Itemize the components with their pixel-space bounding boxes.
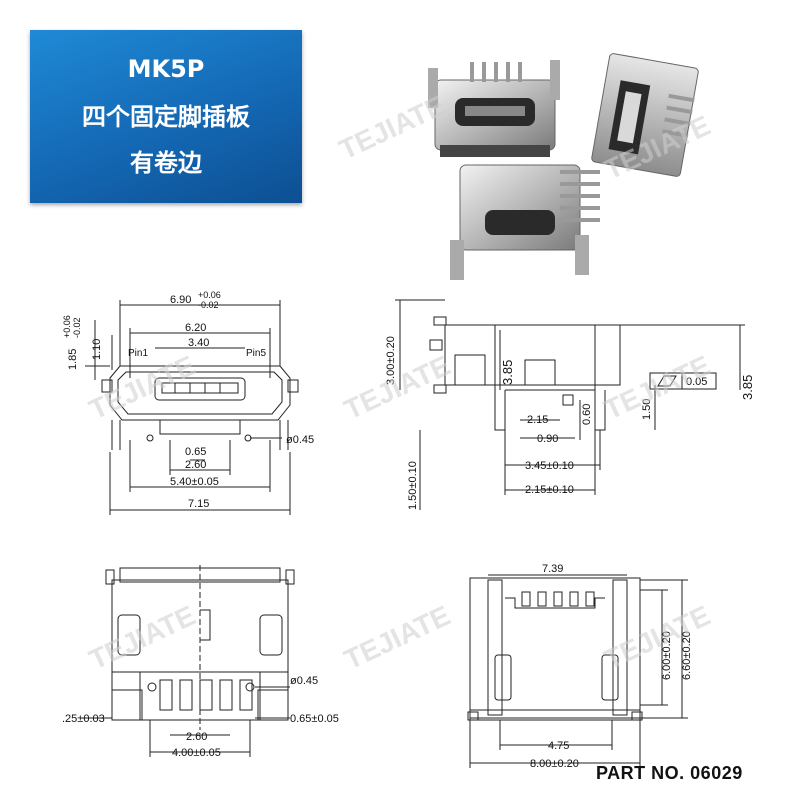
label-pin5: Pin5 <box>246 348 266 359</box>
dim-side-090: 0.90 <box>537 433 558 445</box>
watermark-1: TEJIATE <box>334 90 450 166</box>
banner-line-2: 四个固定脚插板 <box>82 103 250 131</box>
dim-front-185-tol-dn: -0.02 <box>72 317 82 338</box>
dim-front-715: 7.15 <box>188 498 209 510</box>
dim-front-top-tol-up: +0.06 <box>198 290 221 300</box>
front-view <box>85 300 299 515</box>
dim-pcb-800: 8.00±0.20 <box>530 758 579 770</box>
dim-front-620: 6.20 <box>185 322 206 334</box>
dim-side-385a: 3.85 <box>500 360 515 385</box>
title-banner: MK5P 四个固定脚插板 有卷边 <box>30 30 302 203</box>
dim-side-300: 3.00±0.20 <box>385 336 397 385</box>
dim-side-345: 3.45±0.10 <box>525 460 574 472</box>
watermark-2: TEJIATE <box>599 110 715 186</box>
dim-front-340: 3.40 <box>188 337 209 349</box>
side-view-labels: 3.00±0.20 3.85 3.85 2.15 0.90 0.60 1.50 … <box>385 336 755 510</box>
watermark-4: TEJIATE <box>339 350 455 426</box>
watermark-8: TEJIATE <box>599 600 715 676</box>
dim-front-110: 1.10 <box>91 339 103 360</box>
dim-front-065: 0.65 <box>185 446 206 458</box>
side-view <box>395 299 745 510</box>
connector-photo-2 <box>591 53 699 177</box>
dim-pcb-660: 6.60±0.20 <box>681 631 693 680</box>
dim-front-185: 1.85 <box>67 349 79 370</box>
dim-pcb-739: 7.39 <box>542 563 563 575</box>
pcb-layout <box>467 574 688 768</box>
dim-front-045: ø0.45 <box>286 434 314 446</box>
flatness-tolerance: 0.05 <box>686 376 707 388</box>
pcb-labels: 7.39 6.00±0.20 6.60±0.20 4.75 8.00±0.20 <box>530 563 693 770</box>
watermark-6: TEJIATE <box>84 600 200 676</box>
bottom-view <box>80 565 295 757</box>
dim-front-top: 6.90 <box>170 294 191 306</box>
dim-bottom-260: 2.60 <box>186 731 207 743</box>
connector-photo-3 <box>450 164 600 280</box>
bottom-view-labels: ø0.45 .25±0.03 0.65±0.05 2.60 4.00±0.05 <box>62 675 339 759</box>
dim-side-150: 1.50 <box>641 399 653 420</box>
banner-model: MK5P <box>127 55 205 83</box>
part-number: PART NO. 06029 <box>596 763 743 783</box>
dim-bottom-065: 0.65±0.05 <box>290 713 339 725</box>
dim-pcb-600: 6.00±0.20 <box>661 631 673 680</box>
front-view-labels: 6.90 +0.06 -0.02 6.20 3.40 Pin1 Pin5 1.8… <box>62 290 314 510</box>
dim-side-215b: 2.15±0.10 <box>525 484 574 496</box>
dim-front-top-tol-dn: -0.02 <box>198 300 219 310</box>
product-photo <box>428 53 699 280</box>
watermark-7: TEJIATE <box>339 600 455 676</box>
dim-front-540: 5.40±0.05 <box>170 476 219 488</box>
dim-front-185-tol-up: +0.06 <box>62 315 72 338</box>
dim-bottom-045: ø0.45 <box>290 675 318 687</box>
connector-photo-1 <box>428 60 560 157</box>
dim-bottom-025: .25±0.03 <box>62 713 105 725</box>
dim-bottom-400: 4.00±0.05 <box>172 747 221 759</box>
dim-pcb-475: 4.75 <box>548 740 569 752</box>
label-pin1: Pin1 <box>128 348 148 359</box>
dim-front-260: 2.60 <box>185 459 206 471</box>
dim-side-060: 0.60 <box>581 404 593 425</box>
dim-side-385b: 3.85 <box>740 375 755 400</box>
banner-line-3: 有卷边 <box>130 149 202 177</box>
dim-side-150b: 1.50±0.10 <box>407 461 419 510</box>
dim-side-215a: 2.15 <box>527 414 548 426</box>
